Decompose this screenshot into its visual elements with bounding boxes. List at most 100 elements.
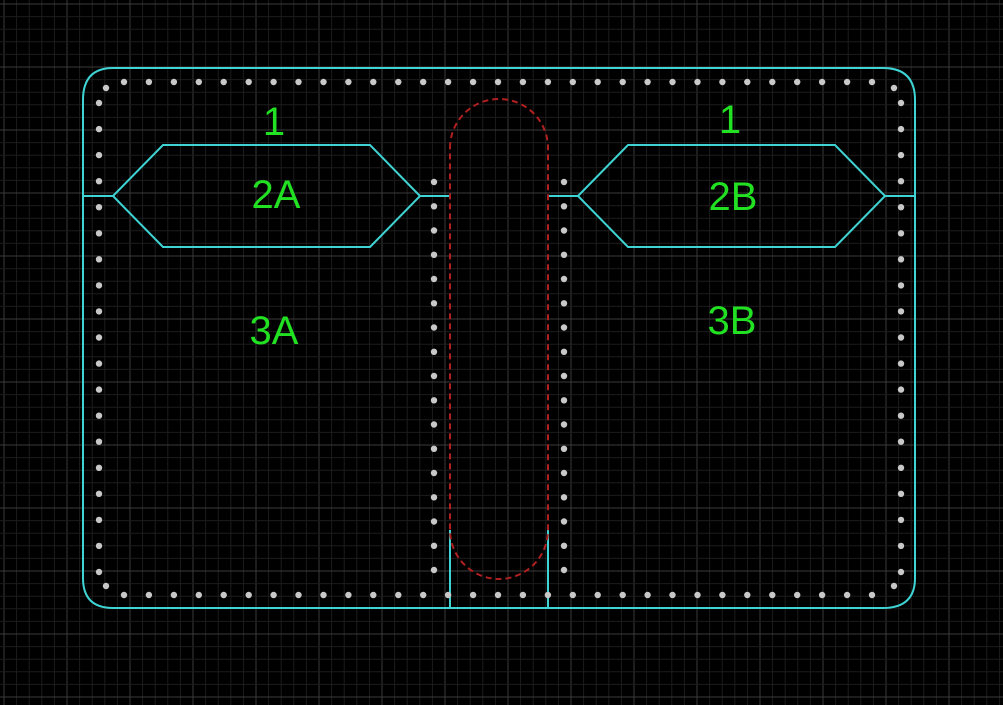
stitch-hole [95, 99, 103, 107]
stitch-hole [370, 591, 377, 599]
stitch-hole [744, 78, 751, 86]
stitch-hole [320, 591, 327, 599]
stitch-hole [669, 78, 676, 86]
stitch-hole [444, 591, 452, 599]
stitch-hole [444, 78, 452, 86]
stitch-hole [430, 494, 438, 501]
stitch-hole [95, 386, 103, 393]
stitch-hole [430, 203, 438, 210]
stitch-hole [560, 494, 568, 501]
stitch-hole [818, 591, 826, 599]
stitch-hole [95, 542, 103, 550]
stitch-hole [95, 516, 103, 524]
stitch-hole [519, 591, 527, 599]
stitch-hole [694, 78, 701, 86]
stitch-hole [560, 445, 568, 452]
stitch-hole [430, 227, 438, 234]
stitch-hole [818, 78, 826, 86]
stitch-hole [420, 591, 427, 599]
stitch-hole [560, 300, 568, 307]
stitch-hole [95, 308, 103, 315]
stitch-hole [245, 591, 252, 599]
stitch-hole [430, 469, 438, 477]
stitch-hole [430, 324, 438, 331]
stitch-hole [430, 348, 438, 355]
stitch-hole [560, 324, 568, 331]
stitch-hole [145, 78, 153, 86]
stitch-hole [95, 204, 103, 211]
pocket-2a-outline [111, 144, 422, 248]
stitch-hole [897, 256, 905, 263]
stitch-hole [560, 348, 568, 355]
label-pocket-2b: 2B [709, 175, 758, 219]
stitch-hole [170, 78, 178, 86]
stitch-hole [560, 542, 568, 549]
stitch-hole [669, 591, 676, 599]
stitch-hole [843, 591, 851, 599]
stitch-hole [769, 78, 776, 86]
stitch-hole [95, 178, 103, 185]
stitch-hole [430, 300, 438, 307]
stitch-hole [95, 568, 103, 576]
stitch-hole [494, 78, 502, 86]
stitch-hole [544, 591, 552, 599]
stitch-hole [644, 591, 651, 599]
stitch-hole [897, 151, 905, 159]
stitch-hole [560, 178, 568, 186]
stitch-hole [220, 78, 227, 86]
stitch-hole [469, 591, 477, 599]
stitch-hole [843, 78, 851, 86]
stitch-hole [897, 412, 905, 419]
label-top-left: 1 [263, 100, 285, 144]
stitch-hole [897, 308, 905, 315]
stitch-hole [102, 582, 110, 590]
pocket-2b-outline [576, 144, 887, 248]
stitch-hole [430, 445, 438, 452]
stitch-hole [560, 469, 568, 477]
stitch-hole [897, 568, 905, 576]
stitch-hole [644, 78, 651, 86]
outer-outline [82, 67, 916, 609]
stitch-hole [430, 275, 438, 283]
stitch-hole [395, 78, 402, 86]
stitch-hole [897, 438, 905, 445]
stitch-hole [430, 372, 438, 380]
stitch-hole [897, 360, 905, 367]
stitch-hole [897, 125, 905, 133]
stitch-hole [245, 78, 252, 86]
stitch-hole [897, 386, 905, 393]
stitch-hole [560, 251, 568, 258]
stitch-hole [897, 542, 905, 550]
stitch-hole [95, 151, 103, 159]
label-body-3a: 3A [250, 309, 299, 353]
stitch-hole [560, 227, 568, 234]
stitch-hole [494, 591, 502, 599]
label-body-3b: 3B [708, 299, 757, 343]
stitch-hole [95, 360, 103, 367]
stitch-hole [95, 282, 103, 289]
stitch-hole [95, 334, 103, 341]
stitch-hole [95, 464, 103, 471]
stitch-hole [897, 490, 905, 497]
stitch-hole [430, 251, 438, 258]
stitch-hole [195, 591, 202, 599]
stitch-hole [395, 591, 402, 599]
stitch-hole [95, 125, 103, 133]
stitch-hole [95, 412, 103, 419]
stitch-hole [430, 421, 438, 428]
stitch-hole [897, 516, 905, 524]
stitch-hole [220, 591, 227, 599]
stitch-hole [569, 78, 576, 86]
stitch-hole [270, 78, 277, 86]
stitch-hole [868, 591, 876, 599]
stitch-hole [890, 582, 898, 590]
stitch-hole [794, 78, 801, 86]
stitch-hole [469, 78, 477, 86]
stitch-hole [95, 438, 103, 445]
stitch-hole [95, 490, 103, 497]
stitch-hole [120, 591, 128, 599]
stitch-hole [295, 591, 302, 599]
label-top-right: 1 [719, 98, 741, 142]
stitch-hole [619, 591, 626, 599]
